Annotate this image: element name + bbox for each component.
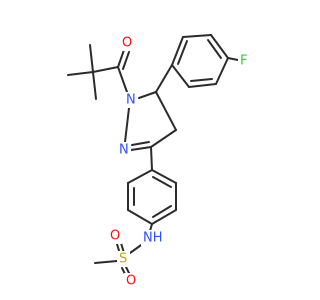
bond-ph-3-in [152,205,172,218]
bond-n1-c5 [138,91,157,99]
atom-o-sulfonyl-bottom-label: O [126,274,136,289]
bond-arf-1 [171,36,184,66]
atom-f: F [238,53,252,69]
bond-ph-3 [151,209,177,225]
bond-arf-3 [210,34,229,59]
atom-o-acyl: O [120,35,134,51]
bond-ph-4 [127,209,153,225]
bond-arf-6 [171,64,190,88]
bond-arf-2 [182,34,212,38]
bond-tbu-me-bottom [92,71,97,100]
atom-s: S [117,251,130,267]
atom-f-label: F [240,54,247,69]
bond-ar-nh [149,223,153,232]
atom-o-sulfonyl-top: O [108,228,122,244]
bond-c5-ar [155,64,173,93]
bond-arf-3-in [207,39,222,59]
bond-c-f [227,57,239,61]
bond-c3-ph [150,146,153,171]
atom-o-sulfonyl-bottom: O [124,273,138,289]
atom-n1-label: N [126,93,136,108]
atom-n1: N [124,92,138,108]
atom-n2-label: N [119,143,129,158]
bond-s-me [94,260,118,264]
bond-ph-1 [151,169,177,184]
bond-arf-5-in [190,78,213,82]
bond-ph-6 [127,169,153,184]
bond-arf-4 [215,57,229,85]
bond-c3-n2-db [131,141,150,146]
atom-s-label: S [119,252,127,267]
atom-o-acyl-label: O [122,36,132,51]
atom-o-sulfonyl-top-label: O [110,229,120,244]
bond-acyl-n1 [117,66,128,93]
bond-c3-n2 [130,146,152,151]
bond-co-2 [122,51,130,70]
atom-nh-label: NH [143,231,163,246]
bond-c5-c4 [155,91,177,131]
bond-tbu-me-left [67,71,94,76]
bond-c4-c3 [150,129,177,148]
bond-arf-5 [188,83,217,88]
molecule-structure: F O N N NH O S O [67,34,252,289]
atom-n2: N [117,142,131,158]
bond-arf-1-in [177,40,188,65]
bond-co-1 [117,49,125,68]
atom-nh: NH [141,230,165,246]
bond-n2-n1 [124,107,130,143]
bond-tbu-me-top [89,44,94,73]
bond-ph-1-in [152,176,172,188]
atom-label-layer: F O N N NH O S O [108,35,252,289]
bond-tbu-acyl [92,66,119,73]
